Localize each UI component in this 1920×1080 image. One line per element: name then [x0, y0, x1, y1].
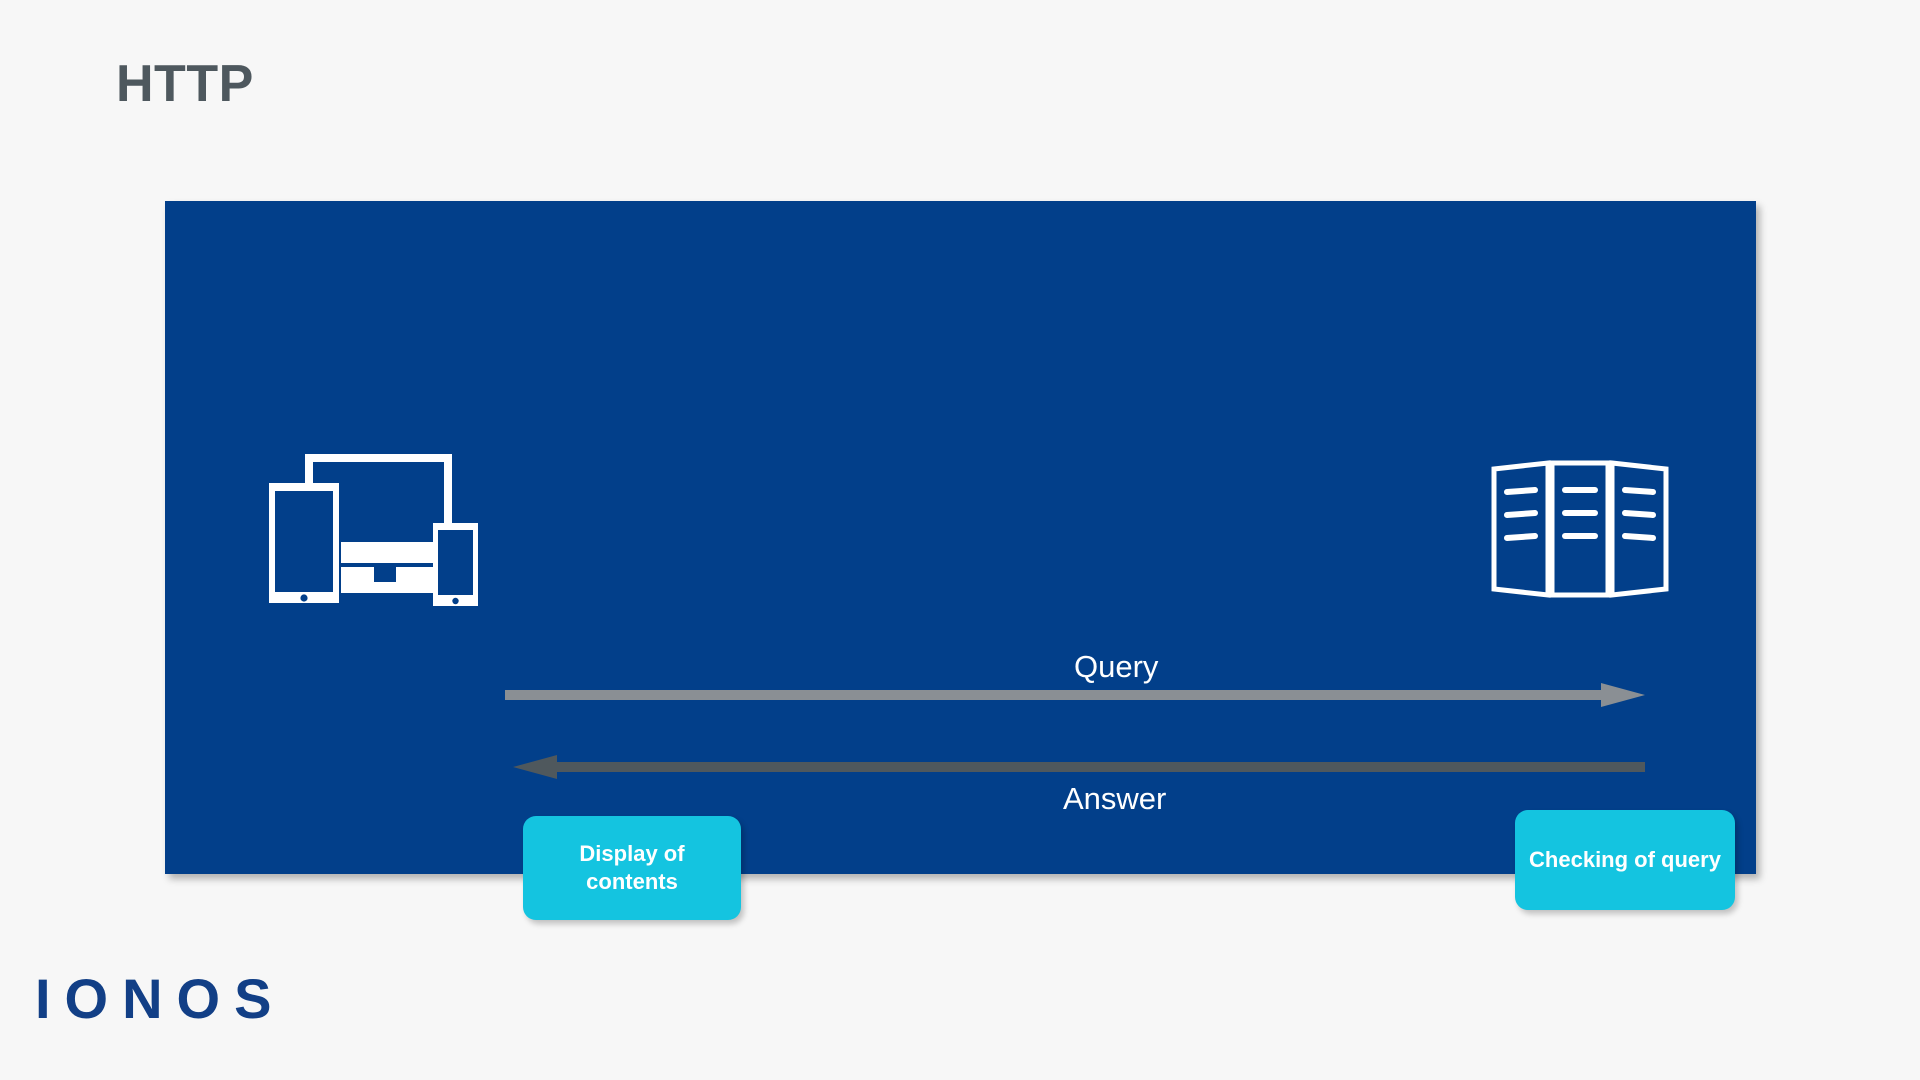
answer-arrow-label: Answer	[1063, 781, 1167, 816]
server-callout-badge: Checking of query	[1515, 810, 1735, 910]
diagram-panel: Query Answer Display of contents Checkin…	[165, 201, 1756, 920]
server-rack-icon	[1490, 459, 1670, 599]
devices-icon	[266, 451, 496, 606]
query-arrow-label: Query	[1074, 649, 1159, 684]
answer-arrow	[513, 754, 1645, 780]
query-arrow	[505, 682, 1645, 708]
page-title: HTTP	[116, 55, 254, 113]
ionos-logo: IONOS	[35, 967, 286, 1030]
client-callout-badge: Display of contents	[523, 816, 741, 920]
